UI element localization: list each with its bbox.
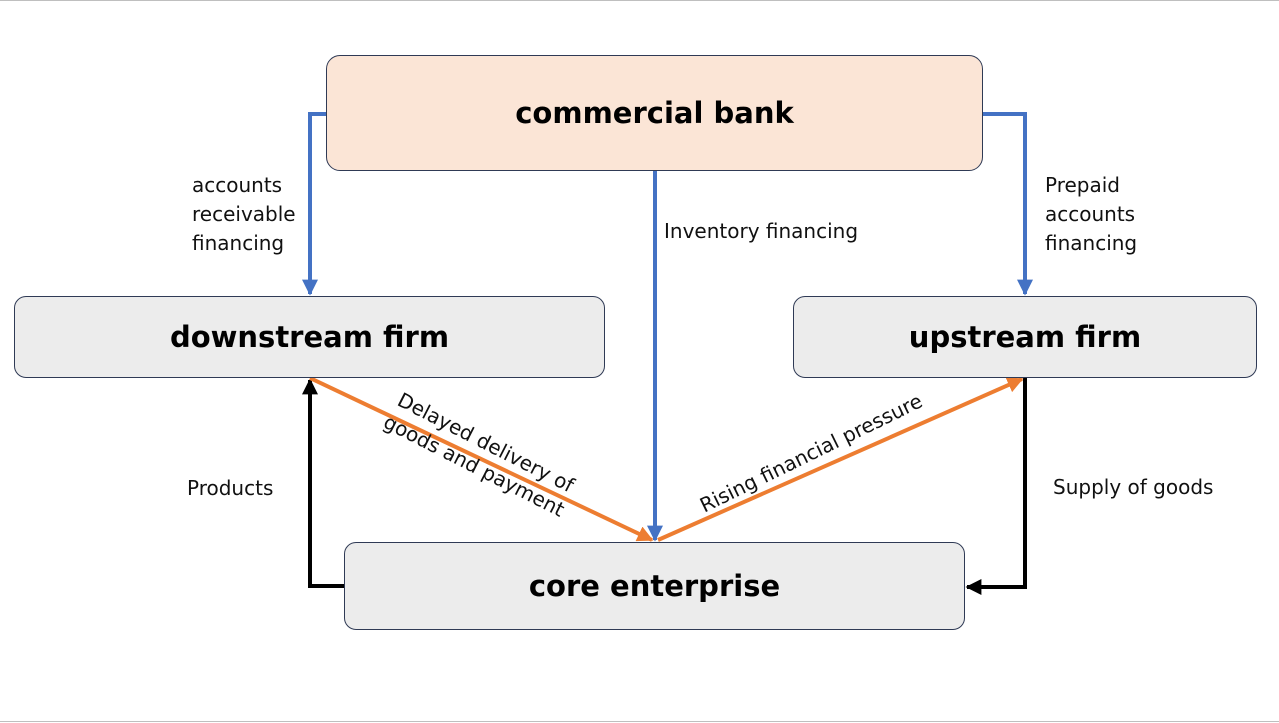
delayed-delivery-arrow	[309, 376, 654, 542]
frame-bottom-border	[0, 721, 1279, 722]
label-line: accounts	[192, 173, 283, 197]
prepaid-accounts-financing-label: Prepaid accounts financing	[1045, 171, 1137, 258]
label-line: financing	[192, 231, 285, 255]
label-line: Prepaid	[1045, 173, 1120, 197]
frame-top-border	[0, 0, 1279, 1]
commercial-bank-node: commercial bank	[326, 55, 983, 171]
supply-of-goods-label: Supply of goods	[1053, 475, 1214, 499]
products-label: Products	[187, 476, 274, 500]
rising-pressure-arrow	[657, 377, 1024, 542]
upstream-firm-node: upstream firm	[793, 296, 1257, 378]
label-line: receivable	[192, 202, 296, 226]
label-line: financing	[1045, 231, 1138, 255]
core-enterprise-node: core enterprise	[344, 542, 965, 630]
accounts-receivable-financing-label: accounts receivable financing	[192, 171, 296, 258]
downstream-firm-node: downstream firm	[14, 296, 605, 378]
products-arrow	[302, 378, 344, 588]
label-line: accounts	[1045, 202, 1136, 226]
supply-of-goods-arrow	[965, 378, 1027, 595]
inventory-financing-label: Inventory financing	[664, 219, 859, 243]
accounts-receivable-arrow	[302, 112, 326, 296]
prepaid-accounts-arrow	[983, 112, 1033, 296]
